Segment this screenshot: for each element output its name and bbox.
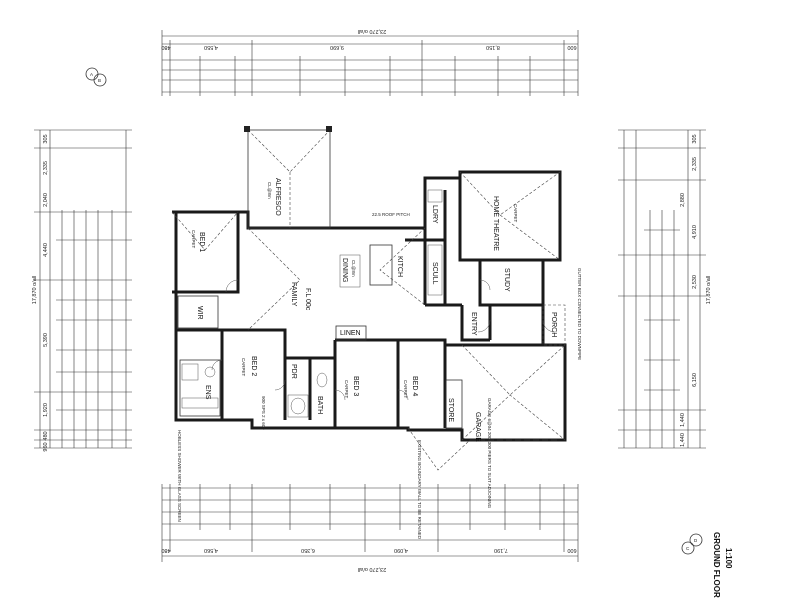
top-overall-dim: 23,270 o/all [358, 28, 386, 34]
bottom-dim-segment: 480 [161, 547, 170, 553]
right-dim-segment: 305 [692, 134, 698, 143]
room-finish-dining: CL@8m [351, 260, 356, 277]
marker-label: D [694, 538, 698, 543]
room-label-pdr: PDR [290, 364, 297, 379]
bottom-dimension-strings: 23,270 o/all 480 4,560 6,350 4,090 7,190… [161, 484, 579, 572]
room-label-entry: ENTRY [470, 312, 477, 336]
room-finish-bed3: CARPET [344, 380, 349, 399]
room-finish-home-theatre: CARPET [513, 204, 518, 223]
title-main: GROUND FLOOR PLAN [712, 532, 721, 600]
room-label-family: FAMILY [290, 282, 297, 307]
left-dim-segment: 4,440 [43, 243, 49, 257]
marker-label: B [98, 78, 101, 83]
bottom-overall-dim: 23,270 o/all [358, 566, 386, 572]
bottom-dim-segment: 7,190 [494, 547, 508, 553]
right-dim-segment: 4,910 [692, 225, 698, 239]
room-label-bed1: BED 1 [198, 232, 205, 252]
room-label-linen: LINEN [340, 330, 361, 337]
right-dim-segment: 1,440 [680, 433, 686, 447]
note-shower: HOBLESS SHOWER WITH GLASS SCREEN [177, 430, 182, 522]
marker-label: A [90, 72, 93, 77]
right-dim-segment: 2,335 [692, 157, 698, 171]
left-dim-segment: 960 [43, 442, 49, 451]
title-scale: 1:100 [724, 548, 733, 569]
room-label-home-theatre: HOME THEATRE [492, 196, 499, 251]
room-label-ffl: F.L 00c [304, 288, 311, 311]
left-dim-segment: 5,390 [43, 333, 49, 347]
right-dim-segment: 6,150 [692, 373, 698, 387]
roof-lines [171, 129, 566, 471]
bottom-dim-segment: 6,350 [301, 547, 315, 553]
room-label-ldry: LDRY [431, 205, 438, 224]
left-dim-segment: 2,335 [43, 161, 49, 175]
bottom-dim-segment: 600 [567, 547, 576, 553]
room-label-wir: WIR [196, 306, 203, 320]
section-marker-bottom: C D [681, 533, 703, 555]
top-dim-segment: 8,150 [486, 44, 500, 50]
top-dim-segment: 480 [161, 44, 170, 50]
left-overall-dim: 17,870 o/all [32, 276, 38, 304]
room-label-ens: ENS [204, 385, 211, 400]
room-label-bed4: BED 4 [411, 376, 418, 396]
left-dim-segment: 480 [43, 431, 49, 440]
bottom-dim-segment: 4,560 [204, 547, 218, 553]
room-label-dining: DINING [341, 258, 348, 283]
room-finish-bed2: CARPET [241, 358, 246, 377]
room-finish-alfresco: CL@8m [267, 182, 272, 199]
top-dim-segment: 9,690 [330, 44, 344, 50]
note-window: 900 SPS 2 x 600 [261, 396, 266, 430]
top-dim-segment: 4,550 [204, 44, 218, 50]
room-finish-bed1: CARPET [191, 230, 196, 249]
note-garage: GARAGE 6@04 200x300 PIERS TO SUIT ADJOIN… [487, 398, 492, 509]
room-label-study: STUDY [503, 268, 510, 292]
note-right: GUTTER BOX CONNECTED TO DOWNPIPE [577, 268, 582, 360]
right-dim-segment: 2,880 [680, 193, 686, 207]
top-dimension-strings: 23,270 o/all 480 4,550 9,690 8,150 600 [161, 28, 579, 96]
section-marker-top: A B [85, 67, 107, 87]
note-boundary: EXISTING BOUNDARY WALL TO BE RETAINED [417, 440, 422, 540]
right-overall-dim: 17,870 o/all [706, 276, 712, 304]
left-dim-segment: 305 [43, 134, 49, 143]
right-dimension-strings: 17,870 o/all 305 2,335 2,880 4,910 2,530… [618, 129, 712, 449]
room-label-bed2: BED 2 [250, 356, 257, 376]
room-label-kitchen: KITCH [396, 256, 403, 277]
left-dimension-strings: 17,870 o/all 305 2,335 2,040 4,440 5,390… [32, 129, 132, 452]
fixtures [181, 126, 560, 441]
room-label-porch: PORCH [550, 312, 557, 337]
room-label-bed3: BED 3 [352, 376, 359, 396]
building-walls [172, 129, 567, 442]
room-label-scull: SCULL [431, 262, 438, 285]
room-label-bath: BATH [316, 396, 323, 414]
bottom-dim-segment: 4,090 [394, 547, 408, 553]
room-labels: BED 1 CARPET ALFRESCO CL@8m FAMILY F.L 0… [191, 178, 557, 442]
room-label-alfresco: ALFRESCO [274, 178, 281, 216]
marker-label: C [686, 546, 690, 551]
room-label-store: STORE [447, 398, 454, 422]
drawing-title: GROUND FLOOR PLAN 1:100 [712, 532, 733, 600]
kitchen-island [369, 244, 393, 286]
room-finish-bed4: CARPET [403, 380, 408, 399]
annotation-notes: GARAGE 6@04 200x300 PIERS TO SUIT ADJOIN… [177, 212, 582, 540]
right-dim-segment: 1,440 [680, 413, 686, 427]
dining-table [339, 254, 361, 288]
left-dim-segment: 2,040 [43, 193, 49, 207]
left-dim-segment: 1,920 [43, 403, 49, 417]
room-label-garage: GARAGE [474, 412, 481, 442]
right-dim-segment: 2,530 [692, 275, 698, 289]
note-roof: 22.5 ROOF PITCH [372, 212, 410, 217]
top-dim-segment: 600 [567, 44, 576, 50]
